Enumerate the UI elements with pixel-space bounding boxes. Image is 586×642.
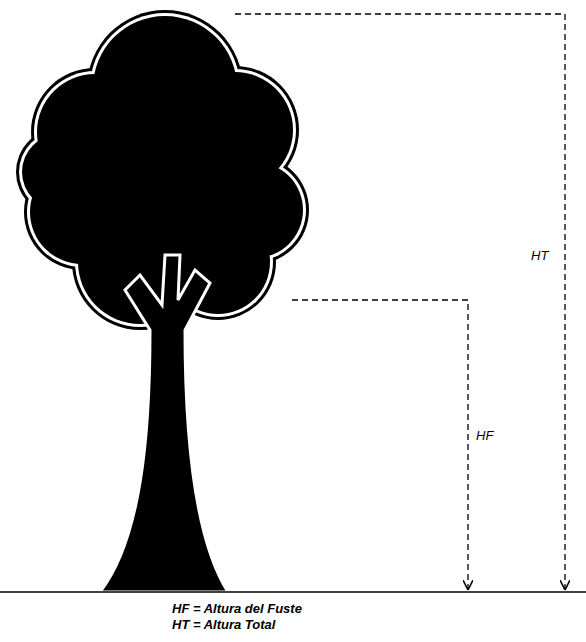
ground-line — [0, 591, 586, 593]
caption-note: HF = Altura del Fuste — [172, 601, 302, 617]
total-height-dimension — [235, 14, 565, 589]
dimension-label: HT — [531, 248, 548, 263]
dimension-label: HF — [476, 428, 493, 443]
caption-note: HT = Altura Total — [172, 617, 275, 633]
trunk — [100, 255, 228, 592]
stem-height-dimension — [292, 300, 468, 589]
